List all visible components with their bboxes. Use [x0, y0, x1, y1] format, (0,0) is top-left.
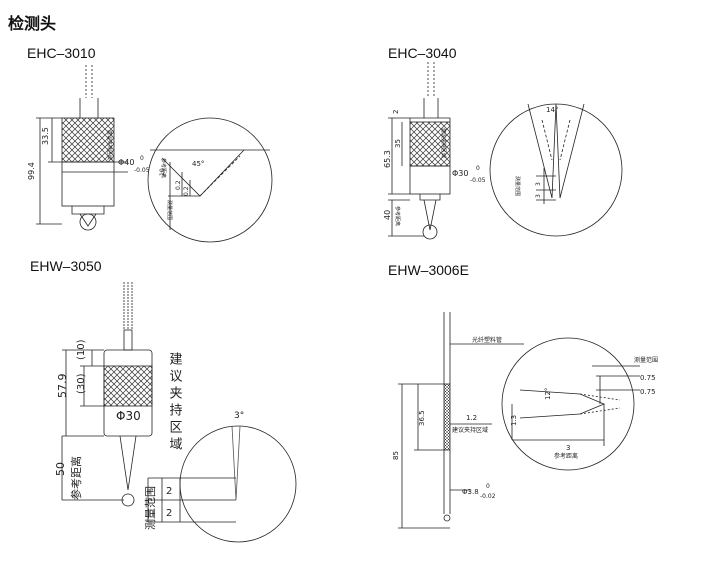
dim-0-75-b: 0.75	[640, 388, 656, 396]
dim-0-75-a: 0.75	[640, 374, 656, 382]
dim-diameter: Φ3.8	[462, 488, 479, 496]
model-label-ehw-3006e: EHW–3006E	[388, 262, 469, 278]
dim-tol-up: 0	[486, 483, 490, 490]
model-label-ehw-3050: EHW–3050	[30, 258, 102, 274]
fiber-tube-label: 光纤塑料管	[472, 336, 502, 344]
dim-angle: 45°	[192, 160, 204, 168]
dim-2-a: 2	[166, 486, 172, 497]
dim-angle: 12°	[544, 388, 552, 400]
drawing-ehw-3006e	[398, 312, 640, 529]
dim-0-2-a: 0.2	[175, 180, 182, 190]
dim-3-b: 3	[535, 194, 542, 198]
ref-distance-label: 参考距离	[394, 206, 401, 226]
dim-tol-up: 0	[476, 165, 480, 172]
dim-diameter: Φ30	[452, 169, 468, 178]
dim-top-offset: 2	[392, 110, 400, 114]
dim-grip-width: 1.2	[466, 414, 477, 422]
dim-angle: 3°	[234, 411, 244, 421]
dim-lower-height: 50	[54, 462, 67, 476]
dim-grip-height-2: (10)	[76, 339, 87, 360]
dim-1-3: 1.3	[510, 415, 518, 426]
dim-diameter: Φ40	[118, 158, 134, 167]
drawing-ehc-3040	[388, 62, 623, 240]
grip-zone-label: 建议夹持区域	[167, 352, 183, 454]
range-label: 测量范围	[514, 176, 521, 196]
dim-tol-down: -0.05	[470, 177, 486, 184]
dim-ref-distance: 10	[159, 168, 166, 176]
dim-grip-height: (30)	[76, 373, 87, 394]
ref-distance-label: 参考距离	[554, 452, 578, 460]
drawing-ehc-3010	[36, 65, 273, 243]
model-label-ehc-3010: EHC–3010	[27, 45, 96, 61]
dim-angle: 14°	[546, 106, 558, 114]
dim-diameter: Φ30	[116, 409, 141, 423]
dim-3: 3	[566, 444, 570, 452]
svg-text:建议夹持区域: 建议夹持区域	[167, 352, 183, 454]
dim-lower-height: 40	[383, 210, 392, 220]
dim-tol-down: -0.05	[134, 167, 150, 174]
page-title: 检测头	[8, 14, 57, 33]
ref-distance-label: 参考距离	[69, 456, 83, 500]
grip-zone-label: 建议夹持区域	[452, 426, 488, 434]
dim-2-b: 2	[166, 508, 172, 519]
dim-total-height: 65.3	[383, 150, 392, 168]
dim-tol-up: 0	[140, 155, 144, 162]
drawing-ehw-3050	[61, 282, 297, 543]
dim-grip-height: 36.5	[418, 410, 426, 426]
range-label: 测量范围	[166, 200, 173, 220]
dim-total-height: 99.4	[27, 162, 36, 180]
dim-grip-height: 33.5	[41, 127, 50, 145]
dim-total-height: 85	[392, 451, 400, 460]
dim-grip-height: 35	[394, 139, 402, 148]
dim-3-a: 3	[535, 182, 542, 186]
grip-zone-label: 建议夹持区域	[106, 130, 113, 160]
range-label: 测量范围	[143, 486, 157, 530]
ref-distance-label: 参考距离	[160, 158, 167, 178]
range-label: 测量范围	[634, 356, 658, 364]
model-label-ehc-3040: EHC–3040	[388, 45, 457, 61]
dim-tol-down: -0.02	[480, 493, 496, 500]
dim-total-height: 57.9	[56, 374, 69, 399]
dim-0-2-b: 0.2	[183, 186, 190, 196]
grip-zone-label: 建议夹持区域	[440, 128, 447, 158]
